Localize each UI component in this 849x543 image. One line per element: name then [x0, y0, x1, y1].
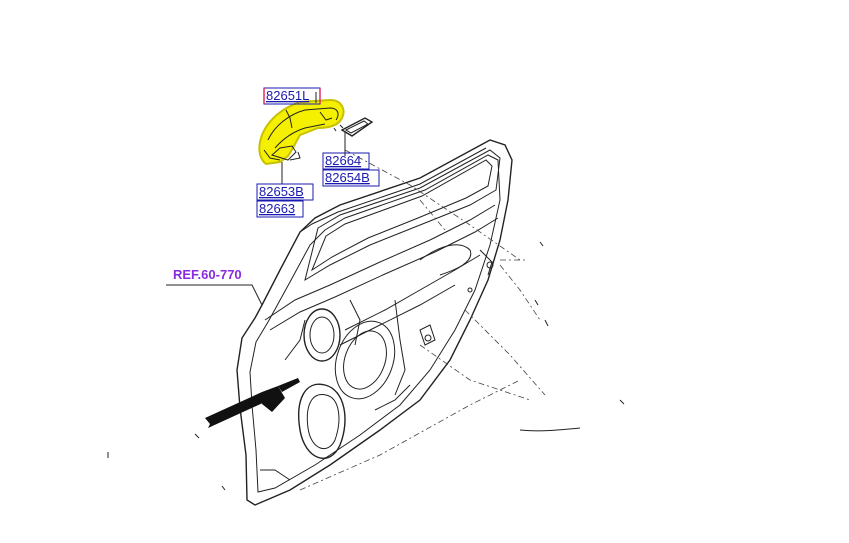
- label-82653b[interactable]: 82653B: [256, 183, 314, 201]
- door-frame: [236, 139, 513, 506]
- part-number-82654b[interactable]: 82654B: [325, 170, 370, 185]
- part-number-82663[interactable]: 82663: [259, 201, 295, 216]
- label-82664[interactable]: 82664: [322, 152, 370, 170]
- window-frame: [304, 149, 501, 282]
- handle-cover-part[interactable]: [333, 117, 374, 137]
- lock-rod: [205, 378, 300, 428]
- part-number-82653b[interactable]: 82653B: [259, 184, 304, 199]
- ref-label[interactable]: REF.60-770: [173, 267, 242, 282]
- label-82654b[interactable]: 82654B: [322, 169, 380, 187]
- label-82651l[interactable]: 82651L: [263, 87, 321, 105]
- outside-handle-highlight[interactable]: [258, 98, 345, 166]
- label-82663[interactable]: 82663: [256, 200, 304, 218]
- inner-panel: [260, 244, 494, 481]
- part-number-82664[interactable]: 82664: [325, 153, 361, 168]
- assembly-lines: [299, 149, 546, 491]
- leader-lines: [166, 92, 346, 306]
- construction-strokes: [107, 241, 625, 491]
- part-number-82651l[interactable]: 82651L: [266, 88, 309, 103]
